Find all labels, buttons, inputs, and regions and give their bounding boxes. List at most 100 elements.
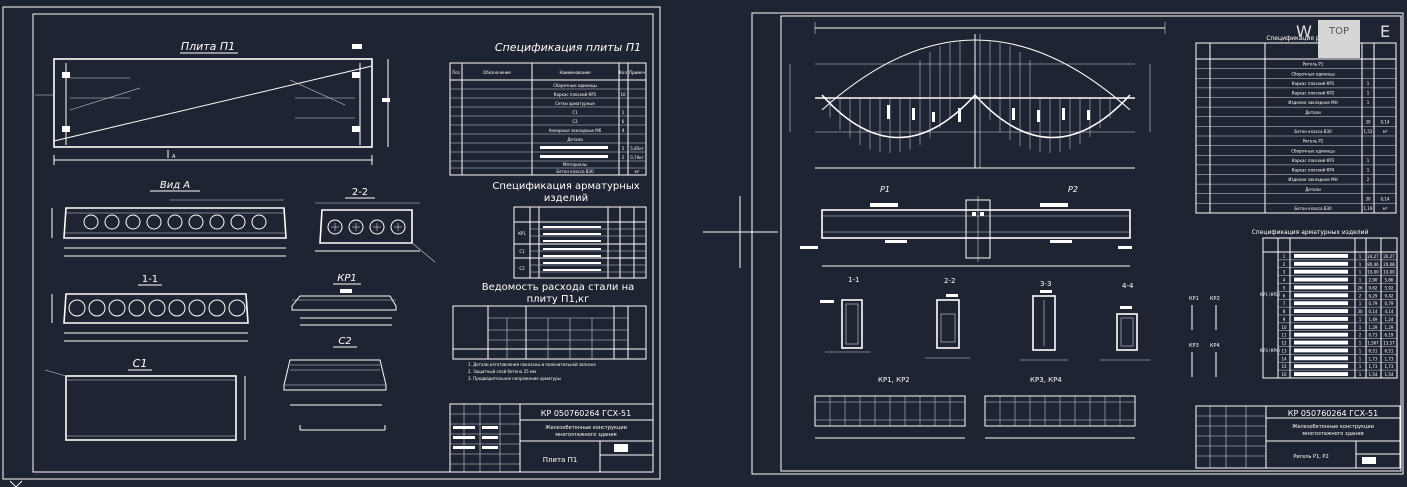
spec-beam-row-qty: 1 <box>1367 168 1370 173</box>
spec-row-name: Каркас плоский КР1 <box>554 92 597 97</box>
spec-beam-row-name: Ригель Р1 <box>1303 62 1324 67</box>
spec-row-note: м³ <box>635 169 640 174</box>
view-a-section[interactable] <box>51 199 287 257</box>
title-block-right[interactable]: КР 050760264 ГСХ-51 Железобетонные конст… <box>1195 405 1401 469</box>
spec-row-name: Сетки арматурные <box>555 101 595 106</box>
kr-details[interactable]: КР1 КР2 КР3 КР4 <box>1189 296 1220 377</box>
spec-rebar-row-cell: 13,57 <box>1383 341 1395 346</box>
spec-rebar-row-cell: 4 <box>1283 278 1286 283</box>
spec-rebar-row-cell: 30 <box>1357 309 1363 314</box>
spec-rebar-row-designation <box>1294 254 1348 258</box>
spec-beam-row-qty: 1,53 <box>1364 129 1373 134</box>
c1-mesh-view[interactable] <box>44 369 246 441</box>
kr1-title: КР1 <box>337 273 357 284</box>
spec-row-name: Материалы <box>563 162 587 167</box>
stamp-title-right: Ригель Р1, Р2 <box>1293 454 1328 460</box>
spec-rebar-row-cell: 9,42 <box>1385 293 1394 298</box>
spec-rebar-row-cell: 26,27 <box>1383 254 1395 259</box>
c1-title: С1 <box>133 357 148 370</box>
c2-title: С2 <box>338 336 351 347</box>
spec-row-qty: 1 <box>622 110 625 115</box>
spec-plate-table[interactable]: Поз Обозначение Наименование Кол Примеч … <box>449 62 647 176</box>
plate-plan-view[interactable]: А <box>35 44 390 165</box>
spec-rebar-row-cell: 1 <box>1359 372 1362 377</box>
spec-rebar-row-cell: 1 <box>1359 317 1362 322</box>
section-22-label: 2-2 <box>944 277 955 285</box>
spec-row-name: Детали <box>567 137 583 142</box>
spec-rebar-row-designation <box>1294 332 1348 337</box>
spec-rebar-row-cell: 5 <box>1283 285 1286 290</box>
spec-rebar-row-cell: 2 <box>1283 262 1286 267</box>
sheet-left[interactable]: Плита П1 А Вид <box>2 6 661 480</box>
spec-beam-row-name: Изделие закладное МН <box>1288 100 1337 105</box>
beam-p1-label: Р1 <box>880 185 890 194</box>
spec-beam-row-name: Изделие закладное МН <box>1288 177 1337 182</box>
spec-rebar-row-cell: 1 <box>1359 364 1362 369</box>
view-a-title: Вид А <box>160 180 190 191</box>
spec-beam-row-qty: 1 <box>1367 100 1370 105</box>
ucs-icon <box>9 480 23 487</box>
spec-rebar-row-cell: 1 <box>1359 301 1362 306</box>
spec-rebar-row-cell: 20,08 <box>1383 262 1395 267</box>
spec-row-qty: 2 <box>622 155 625 160</box>
spec-row-qty: 6 <box>622 119 625 124</box>
spec-rebar-row-cell: 1,73 <box>1385 364 1394 369</box>
beam-elevation[interactable] <box>800 196 1132 267</box>
viewcube-top-face[interactable]: TOP <box>1318 20 1360 58</box>
spec-beam-row-name: Каркас плоский КР3 <box>1292 158 1335 163</box>
sheet-right[interactable]: Р1 Р2 1-1 2-2 3-3 4-4 <box>751 12 1404 475</box>
stamp-desc-right-2: многоэтажного здания <box>1302 431 1363 437</box>
moment-diagram[interactable] <box>789 22 1166 169</box>
spec-rebar-table[interactable]: КР1 С1 С2 <box>513 206 647 279</box>
section-22-view[interactable] <box>315 202 436 263</box>
spec-rebar-row-designation <box>1294 269 1348 274</box>
spec-rebar-row-cell: 10,00 <box>1383 270 1395 275</box>
spec-rebar-row-cell: 1 <box>1359 278 1362 283</box>
title-block-left[interactable]: КР 050760264 ГСХ-51 Железобетонные конст… <box>449 403 654 473</box>
spec-beam-row-name: Каркас плоский КР4 <box>1292 168 1335 173</box>
spec-beam-row-qty: 1 <box>1367 81 1370 86</box>
spec-rebar-row-cell: 1 <box>1359 356 1362 361</box>
spec-beam-row-qty: 1,19 <box>1364 206 1373 211</box>
spec-rebar-row-designation <box>1294 293 1348 298</box>
spec-rebar-row-cell: 1,567 <box>1367 341 1379 346</box>
stamp-code-right: КР 050760264 ГСХ-51 <box>1288 409 1378 418</box>
viewcube-west-button[interactable]: W <box>1296 22 1312 41</box>
spec-beam-row-qty: 2 <box>1367 177 1370 182</box>
kr1-frame-view[interactable] <box>291 289 397 326</box>
spec-rebar-row-cell: 2 <box>1359 333 1362 338</box>
spec-rebar-title-1: Спецификация арматурных <box>492 181 639 192</box>
spec-rebar-row-cell: 1 <box>1359 254 1362 259</box>
kr-frames[interactable] <box>814 395 1136 439</box>
section-11-view[interactable] <box>51 293 249 342</box>
spec-row-note: 5,85кг <box>630 146 643 151</box>
spec-beam-row-name: Детали <box>1305 187 1321 192</box>
spec-rebar-row-cell: 1,54 <box>1369 372 1378 377</box>
spec-rebar-row-cell: 1,49 <box>1369 317 1378 322</box>
kr34-label: КР3, КР4 <box>1030 376 1062 384</box>
spec-row-name: С2 <box>572 119 578 124</box>
spec-rebar-row-cell: 12 <box>1281 341 1287 346</box>
spec-rebar-row-cell: 1 <box>1359 262 1362 267</box>
section-22-title: 2-2 <box>352 187 368 198</box>
spec-beam-row-note: 0,14 <box>1381 119 1390 124</box>
spec-rebar-row-cell: 13 <box>1281 348 1287 353</box>
c2-mesh-view[interactable] <box>283 359 387 431</box>
spec-rebar-row-cell: 5,92 <box>1385 285 1394 290</box>
crosshair-cursor <box>703 196 778 268</box>
kr4-small-label: КР4 <box>1210 343 1220 349</box>
spec-plate-title: Спецификация плиты П1 <box>495 41 641 54</box>
kr2-small-label: КР2 <box>1210 296 1220 302</box>
spec-rebar-group: С1 <box>519 249 525 254</box>
viewcube-nav[interactable]: W TOP E <box>1296 14 1404 64</box>
spec-rebar-row-cell: 6,29 <box>1369 293 1378 298</box>
spec-rebar-row-cell: 6,51 <box>1385 348 1394 353</box>
viewcube-east-button[interactable]: E <box>1380 22 1391 41</box>
vedomost-table[interactable] <box>452 305 647 360</box>
spec-rebar-row-designation <box>1294 372 1348 376</box>
stamp-desc-1: Железобетонные конструкции <box>545 425 627 431</box>
beam-sections[interactable] <box>820 290 1150 361</box>
